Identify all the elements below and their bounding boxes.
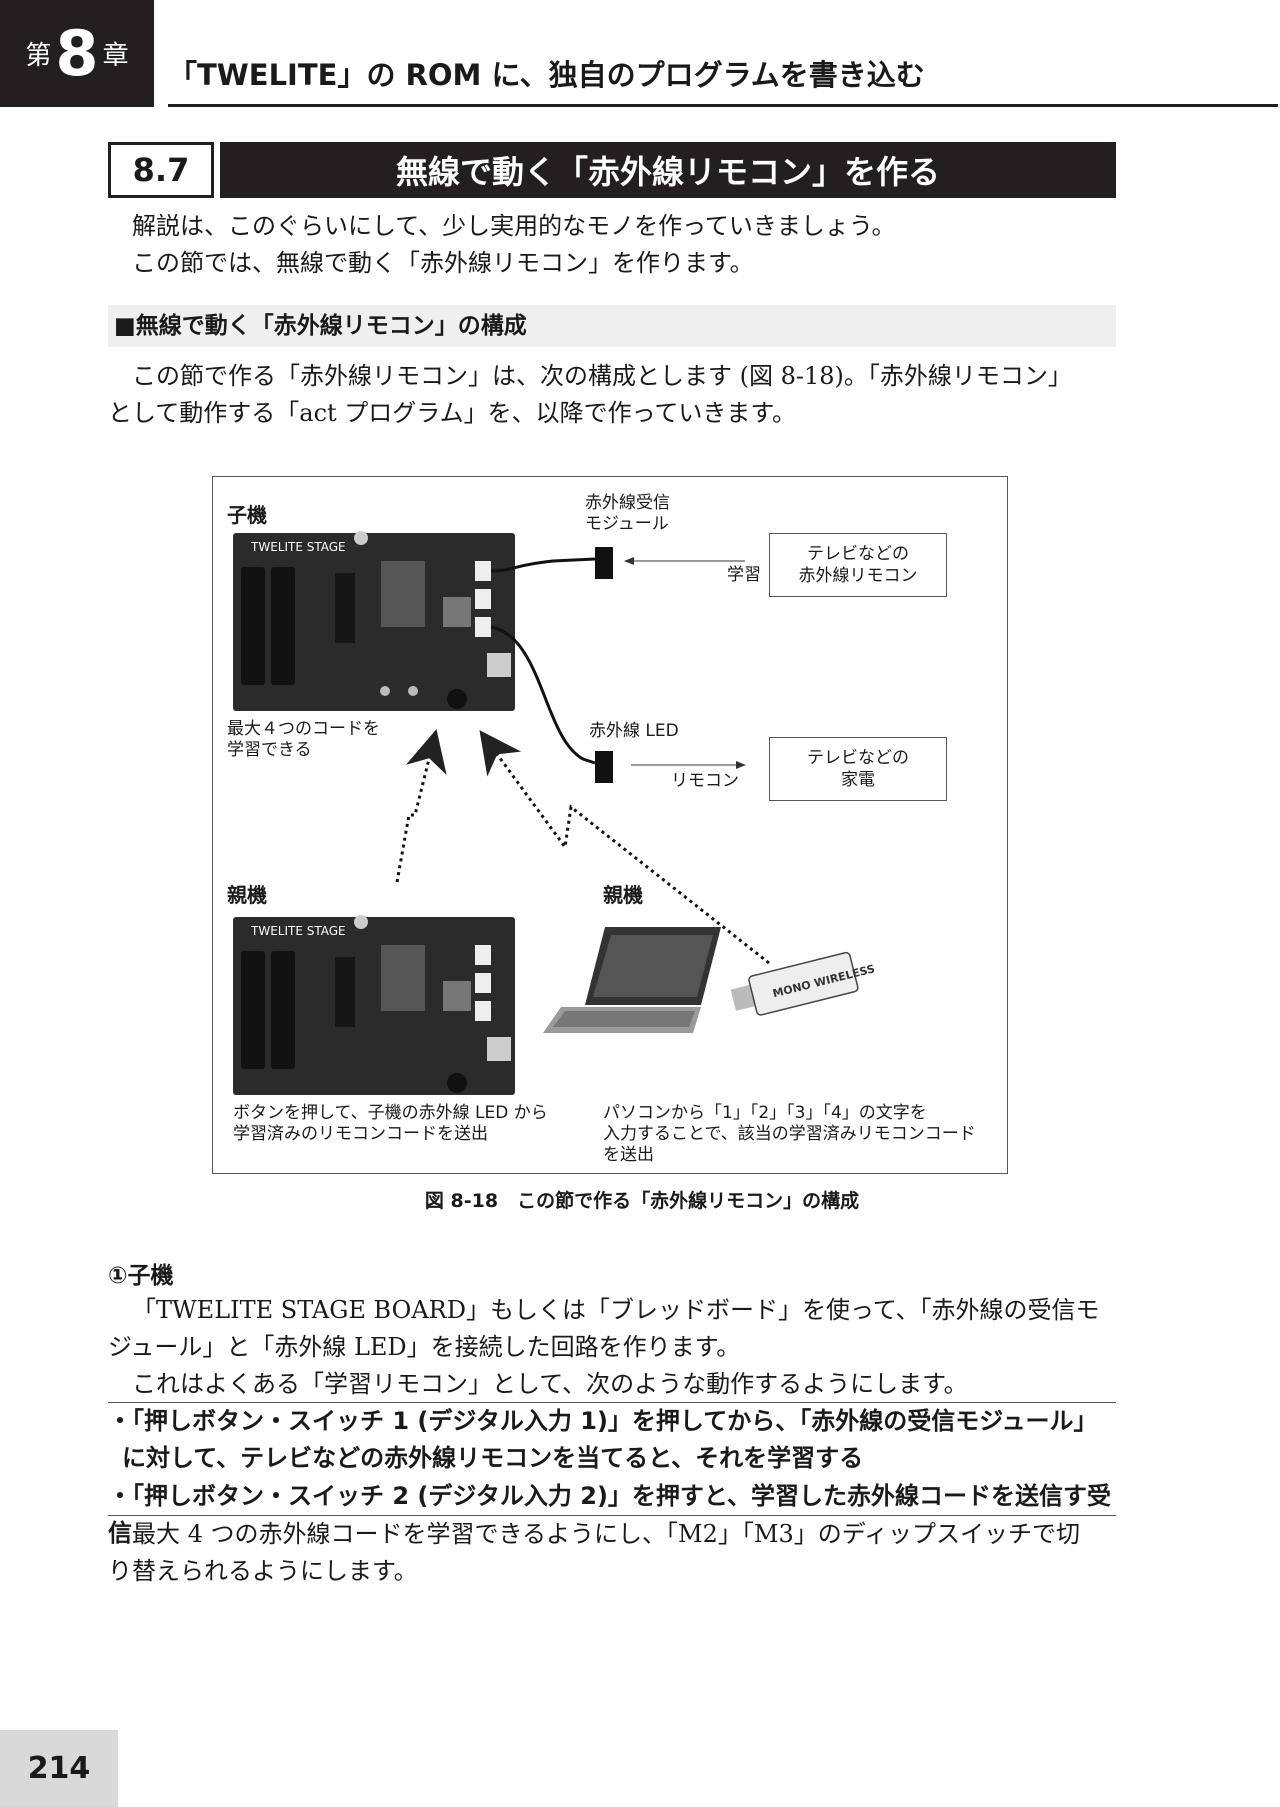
intro-line-2: この節では、無線で動く「赤外線リモコン」を作ります。 [132, 249, 754, 277]
laptop-icon [543, 927, 721, 1033]
figure-caption: 図 8-18 この節で作る「赤外線リモコン」の構成 [424, 1190, 860, 1212]
config-line-2: として動作する「act プログラム」を、以降で作っていきます。 [108, 399, 796, 427]
bullet-2-text: ・「押しボタン・スイッチ 2 (デジタル入力 2)」を押すと、学習した赤外線コー… [108, 1482, 1111, 1547]
config-line-1: この節で作る「赤外線リモコン」は、次の構成とします (図 8-18)。「赤外線リ… [132, 362, 1072, 390]
max-codes-line-1: 最大４つのコードを [227, 719, 380, 739]
tv-remote-line-2: 赤外線リモコン [798, 566, 918, 586]
figure-8-18: TWELITE STAGE TWELITE STAGE [212, 476, 1008, 1174]
child-label: 子機 [227, 503, 267, 527]
child-board-label: TWELITE STAGE [250, 540, 346, 554]
subheading: ■無線で動く「赤外線リモコン」の構成 [108, 305, 1116, 347]
section-title: 無線で動く「赤外線リモコン」を作る [220, 142, 1116, 198]
parent-note-right-line-1: パソコンから「1」「2」「3」「4」の文字を [603, 1103, 927, 1123]
bullet-rule-bottom [108, 1515, 1116, 1516]
parent-note-left-line-2: 学習済みのリモコンコードを送出 [233, 1124, 488, 1144]
chapter-prefix: 第 [25, 41, 52, 71]
child-paragraph-1: 「TWELITE STAGE BOARD」もしくは「ブレッドボード」を使って、「… [108, 1292, 1116, 1403]
intro-line-1: 解説は、このぐらいにして、少し実用的なモノを作っていきましょう。 [132, 212, 896, 240]
chapter-number: 8 [55, 16, 99, 90]
parent-note-right: パソコンから「1」「2」「3」「4」の文字を 入力することで、該当の学習済みリモ… [603, 1103, 976, 1166]
chapter-rule [168, 104, 1278, 107]
ir-led-label: 赤外線 LED [589, 721, 679, 741]
appliance-line-2: 家電 [841, 770, 875, 790]
led-cable [490, 625, 596, 765]
ir-receiver-icon [595, 547, 613, 579]
ir-receiver-label: 赤外線受信 モジュール [585, 493, 670, 534]
child-p3-line-2: り替えられるようにします。 [108, 1557, 418, 1585]
child-paragraph-3: 最大 4 つの赤外線コードを学習できるようにし、「M2」「M3」のディップスイッ… [108, 1516, 1116, 1590]
page-number: 214 [0, 1730, 118, 1807]
child-p3-line-1: 最大 4 つの赤外線コードを学習できるようにし、「M2」「M3」のディップスイッ… [132, 1520, 1081, 1548]
chapter-suffix: 章 [102, 41, 129, 71]
child-p1-line-1: 「TWELITE STAGE BOARD」もしくは「ブレッドボード」を使って、「… [132, 1296, 1100, 1324]
parent-note-left-line-1: ボタンを押して、子機の赤外線 LED から [233, 1103, 548, 1123]
learn-label: 学習 [727, 565, 761, 585]
child-p1-line-2: ジュール」と「赤外線 LED」を接続した回路を作ります。 [108, 1333, 741, 1361]
tv-remote-box: テレビなどの 赤外線リモコン [769, 533, 947, 597]
wireless-right-arrow [479, 730, 770, 965]
wireless-left-arrow [395, 729, 447, 883]
parent-label-right: 親機 [603, 883, 643, 907]
usb-dongle-icon: MONO WIRELESS [730, 951, 876, 1016]
child-board [233, 531, 515, 711]
bullet-1-line-2: に対して、テレビなどの赤外線リモコンを当てると、それを学習する [122, 1444, 864, 1472]
remote-label: リモコン [671, 771, 739, 791]
intro-paragraph: 解説は、このぐらいにして、少し実用的なモノを作っていきましょう。 この節では、無… [108, 208, 1116, 282]
config-paragraph: この節で作る「赤外線リモコン」は、次の構成とします (図 8-18)。「赤外線リ… [108, 358, 1116, 432]
bullet-1-line-1: ・「押しボタン・スイッチ 1 (デジタル入力 1)」を押してから、「赤外線の受信… [108, 1407, 1098, 1435]
figure-artwork: TWELITE STAGE TWELITE STAGE [233, 531, 876, 1095]
chapter-title: 「TWELITE」の ROM に、独自のプログラムを書き込む [168, 58, 925, 92]
parent-note-right-line-2: 入力することで、該当の学習済みリモコンコード [603, 1124, 976, 1144]
max-codes-line-2: 学習できる [227, 740, 312, 760]
child-heading: ①子機 [108, 1263, 174, 1289]
parent-board-label: TWELITE STAGE [250, 924, 346, 938]
parent-board [233, 915, 515, 1095]
ir-led-icon [595, 751, 613, 783]
chapter-badge: 第 8 章 [0, 0, 154, 107]
bullet-1: ・「押しボタン・スイッチ 1 (デジタル入力 1)」を押してから、「赤外線の受信… [108, 1403, 1116, 1477]
max-codes-note: 最大４つのコードを 学習できる [227, 719, 380, 761]
parent-note-left: ボタンを押して、子機の赤外線 LED から 学習済みのリモコンコードを送出 [233, 1103, 548, 1145]
receiver-cable [490, 557, 596, 573]
bullet-2: ・「押しボタン・スイッチ 2 (デジタル入力 2)」を押すと、学習した赤外線コー… [108, 1478, 1116, 1552]
section-number: 8.7 [108, 142, 214, 198]
appliance-line-1: テレビなどの [807, 748, 909, 768]
tv-remote-line-1: テレビなどの [807, 544, 909, 564]
bullet-rule-top [108, 1402, 1116, 1403]
appliance-box: テレビなどの 家電 [769, 737, 947, 801]
child-p2: これはよくある「学習リモコン」として、次のような動作するようにします。 [132, 1370, 968, 1398]
parent-label-left: 親機 [227, 883, 267, 907]
parent-note-right-line-3: を送出 [603, 1145, 654, 1165]
